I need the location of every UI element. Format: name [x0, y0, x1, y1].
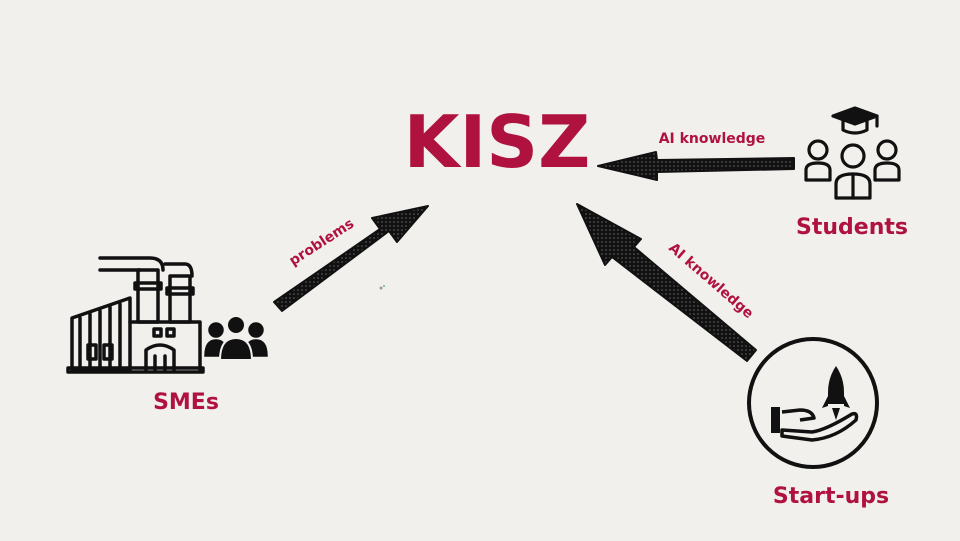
arrow-smes-to-kisz — [273, 205, 429, 312]
arrow-students-to-kisz — [597, 151, 795, 181]
people-group-icon — [204, 315, 268, 361]
arrow-startups-to-kisz — [576, 203, 757, 362]
startup-rocket-hand-icon — [747, 337, 879, 469]
kisz-title: KISZ — [404, 100, 591, 184]
node-label-startups: Start-ups — [773, 484, 889, 509]
stray-mark-icon — [379, 285, 385, 290]
node-label-smes: SMEs — [153, 390, 219, 415]
node-label-students: Students — [796, 215, 908, 240]
students-icon — [804, 106, 901, 200]
edge-label-students-ai-knowledge: AI knowledge — [659, 131, 766, 147]
factory-icon — [66, 256, 205, 374]
